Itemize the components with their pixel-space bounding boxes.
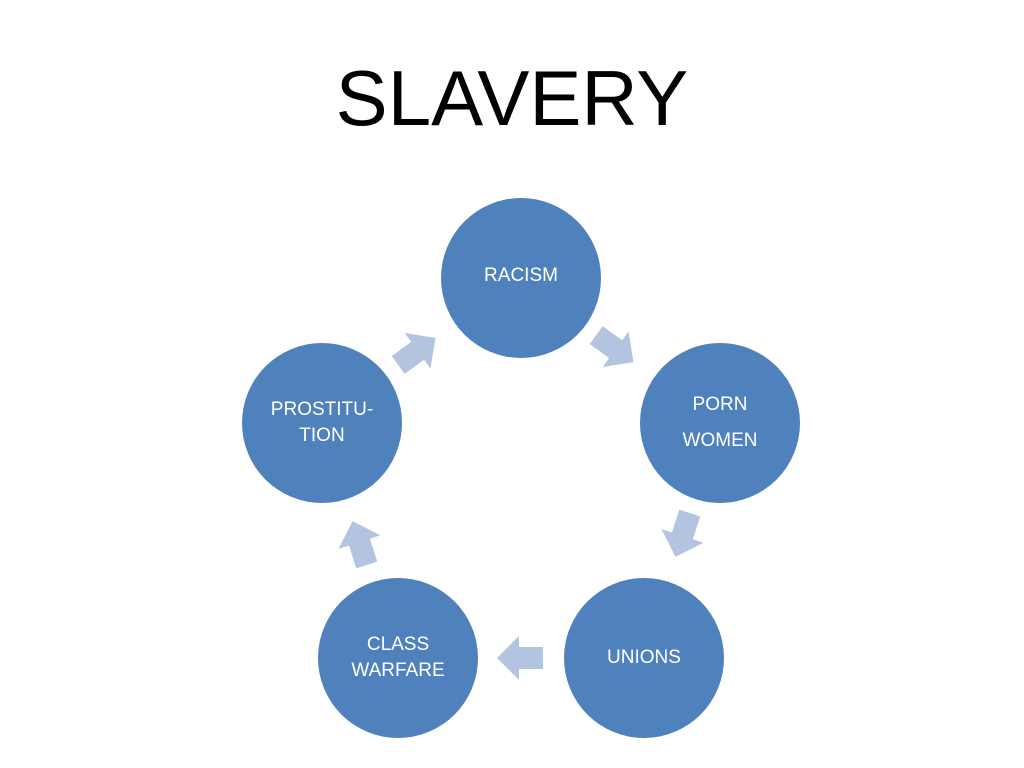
node-label-line-1: PORN — [692, 394, 748, 415]
node-label-line-2: TION — [299, 425, 345, 446]
node-label-line-1: CLASS — [366, 634, 430, 655]
node-label-line-1: PROSTITU- — [270, 399, 374, 420]
node-label: RACISM — [484, 264, 558, 286]
cycle-node-racism: RACISM — [441, 198, 601, 358]
node-label: UNIONS — [607, 647, 681, 668]
arrow-prostitution-to-racism — [391, 333, 436, 374]
arrow-class-to-prostitution — [338, 521, 381, 569]
cycle-node-prostitution: PROSTITU- TION — [242, 343, 402, 503]
arrow-racism-to-porn — [589, 326, 634, 367]
arrow-porn-to-unions — [661, 509, 704, 557]
node-label-line-2: WOMEN — [682, 430, 758, 451]
cycle-node-unions: UNIONS — [564, 578, 724, 738]
node-label-line-2: WARFARE — [351, 660, 445, 681]
cycle-node-class-warfare: CLASS WARFARE — [318, 578, 478, 738]
cycle-node-porn-women: PORN WOMEN — [640, 343, 800, 503]
slide-title: SLAVERY — [335, 54, 689, 142]
arrow-unions-to-class — [497, 636, 543, 680]
